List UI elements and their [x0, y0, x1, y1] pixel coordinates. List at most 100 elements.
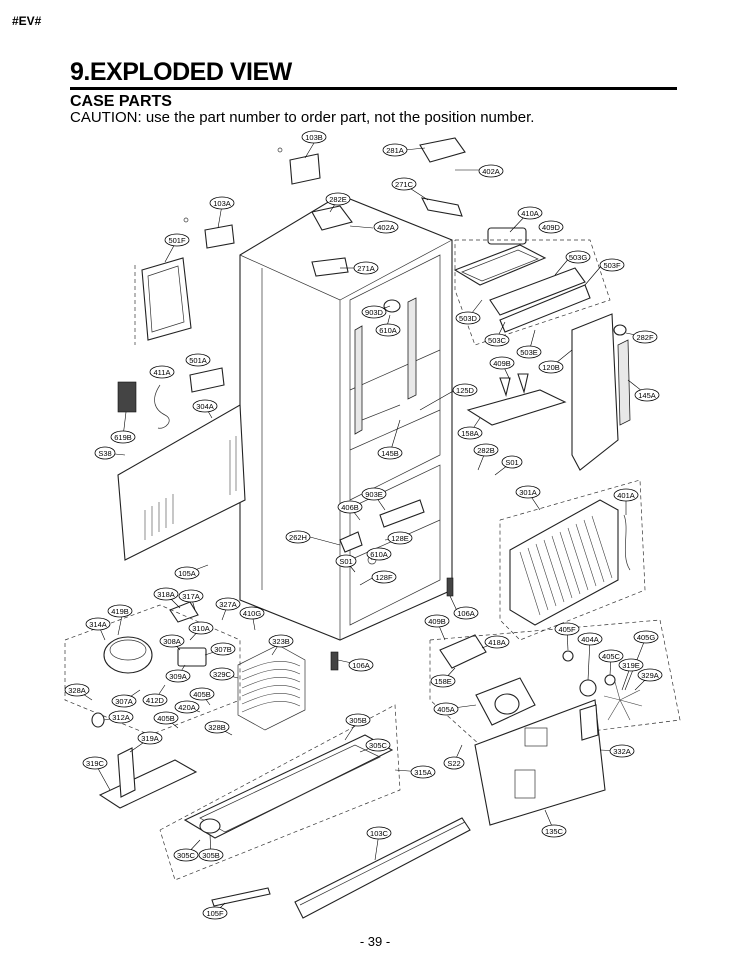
svg-text:305B: 305B	[202, 851, 220, 860]
svg-text:501F: 501F	[168, 236, 186, 245]
part-label-327a: 327A	[215, 597, 241, 611]
part-label-317a: 317A	[178, 589, 204, 603]
svg-text:328A: 328A	[68, 686, 86, 695]
part-label-503d: 503D	[455, 311, 481, 325]
part-label-610a: 610A	[375, 323, 401, 337]
svg-text:S22: S22	[447, 759, 460, 768]
svg-text:317A: 317A	[182, 592, 200, 601]
part-label-315a: 315A	[410, 765, 436, 779]
part-label-103a: 103A	[209, 196, 235, 210]
svg-text:501A: 501A	[189, 356, 207, 365]
part-label-120b: 120B	[538, 360, 564, 374]
part-label-410a: 410A	[517, 206, 543, 220]
svg-text:319C: 319C	[86, 759, 105, 768]
base-plate	[159, 704, 401, 881]
corner-tag: #EV#	[12, 14, 42, 28]
part-label-271c: 271C	[391, 177, 417, 191]
part-label-307a: 307A	[111, 694, 137, 708]
part-label-319e: 319E	[618, 658, 644, 672]
svg-text:307A: 307A	[115, 697, 133, 706]
part-label-s38: S38	[94, 446, 116, 460]
svg-text:282E: 282E	[329, 195, 347, 204]
gasket-frame	[134, 257, 192, 345]
svg-text:405F: 405F	[558, 625, 576, 634]
svg-text:106A: 106A	[352, 661, 370, 670]
part-label-418a: 418A	[484, 635, 510, 649]
condenser	[237, 644, 306, 731]
svg-text:158E: 158E	[434, 677, 452, 686]
svg-text:314A: 314A	[89, 620, 107, 629]
part-label-128e: 128E	[387, 531, 413, 545]
part-label-305b: 305B	[345, 713, 371, 727]
svg-text:903D: 903D	[365, 308, 384, 317]
part-label-329a: 329A	[637, 668, 663, 682]
part-label-402a: 402A	[373, 220, 399, 234]
part-label-282e: 282E	[325, 192, 351, 206]
svg-text:323B: 323B	[272, 637, 290, 646]
part-label-307b: 307B	[210, 642, 236, 656]
svg-text:S38: S38	[98, 449, 111, 458]
part-label-s22: S22	[443, 756, 465, 770]
svg-text:412D: 412D	[146, 696, 165, 705]
svg-text:418A: 418A	[488, 638, 506, 647]
svg-text:409D: 409D	[542, 223, 561, 232]
svg-text:103C: 103C	[370, 829, 389, 838]
part-label-401a: 401A	[613, 488, 639, 502]
divider-hardware	[339, 499, 425, 565]
svg-text:158A: 158A	[461, 429, 479, 438]
svg-text:327A: 327A	[219, 600, 237, 609]
svg-text:419B: 419B	[111, 607, 129, 616]
svg-text:103A: 103A	[213, 199, 231, 208]
part-label-329c: 329C	[209, 667, 235, 681]
part-label-420a: 420A	[174, 700, 200, 714]
svg-text:411A: 411A	[154, 368, 171, 377]
part-label-262h: 262H	[285, 530, 311, 544]
svg-text:304A: 304A	[196, 402, 214, 411]
svg-text:145B: 145B	[381, 449, 399, 458]
part-label-301a: 301A	[515, 485, 541, 499]
part-label-411a: 411A	[149, 365, 175, 379]
page-title: 9.EXPLODED VIEW	[70, 58, 292, 86]
part-label-503g: 503G	[565, 250, 591, 264]
svg-text:503E: 503E	[520, 348, 538, 357]
svg-text:610A: 610A	[379, 326, 397, 335]
part-label-402a: 402A	[478, 164, 504, 178]
svg-text:301A: 301A	[519, 488, 537, 497]
part-label-328a: 328A	[64, 683, 90, 697]
part-label-304a: 304A	[192, 399, 218, 413]
svg-text:328B: 328B	[208, 723, 226, 732]
svg-text:135C: 135C	[545, 827, 564, 836]
caution-note: CAUTION: use the part number to order pa…	[70, 109, 535, 126]
svg-text:282B: 282B	[477, 446, 495, 455]
svg-text:312A: 312A	[112, 713, 130, 722]
svg-text:271A: 271A	[357, 264, 375, 273]
part-label-318a: 318A	[153, 587, 179, 601]
part-label-158a: 158A	[457, 426, 483, 440]
svg-text:409B: 409B	[428, 617, 446, 626]
part-label-103b: 103B	[301, 130, 327, 144]
part-label-s01: S01	[335, 554, 357, 568]
part-label-103c: 103C	[366, 826, 392, 840]
svg-text:404A: 404A	[581, 635, 599, 644]
part-label-305b: 305B	[198, 848, 224, 862]
svg-text:305C: 305C	[177, 851, 196, 860]
top-hinge-parts	[183, 137, 466, 277]
duct-assembly	[571, 313, 631, 471]
svg-text:125D: 125D	[456, 386, 475, 395]
svg-text:409B: 409B	[493, 359, 511, 368]
svg-text:128E: 128E	[391, 534, 409, 543]
back-cover	[117, 404, 246, 561]
part-label-281a: 281A	[382, 143, 408, 157]
part-label-332a: 332A	[609, 744, 635, 758]
part-label-106a: 106A	[348, 658, 374, 672]
part-labels: 103B 281A 402A 282E 271C 103A 402A 410A …	[64, 130, 663, 920]
drain-pan	[98, 747, 198, 809]
part-label-903d: 903D	[361, 305, 387, 319]
svg-text:145A: 145A	[638, 391, 656, 400]
part-label-503f: 503F	[599, 258, 625, 272]
shelf	[466, 373, 567, 426]
svg-text:315A: 315A	[414, 768, 432, 777]
page-number: - 39 -	[359, 934, 391, 949]
svg-text:282F: 282F	[636, 333, 654, 342]
